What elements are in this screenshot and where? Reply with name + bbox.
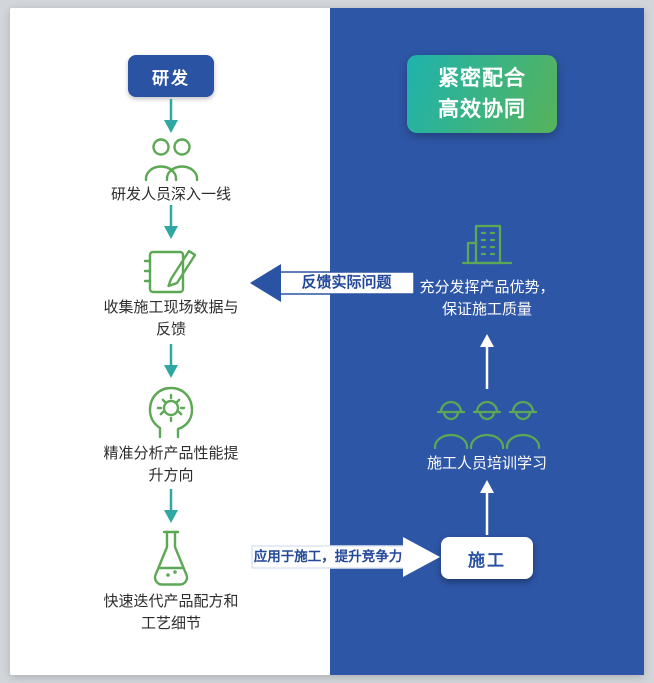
right-arrow-icon: [251, 537, 440, 577]
step-label-rnd-frontline: 研发人员深入一线: [110, 186, 231, 203]
node-construction-label: 施工: [468, 550, 506, 570]
up-arrow-icon: [480, 480, 494, 535]
down-arrow-icon: [164, 344, 178, 378]
down-arrow-icon: [164, 489, 178, 523]
node-rnd: 研发: [128, 55, 214, 97]
down-arrow-icon: [164, 205, 178, 239]
step-label-training: 施工人员培训学习: [426, 455, 547, 472]
brain-head-icon: [148, 386, 194, 439]
two-people-icon: [144, 138, 199, 182]
diagram-card: 研发 研发人员深入一线 收集施工现场数据与: [10, 8, 644, 675]
step-label-collect-data: 收集施工现场数据与 反馈: [103, 299, 239, 338]
feedback-connector: 反馈实际问题: [248, 263, 416, 303]
apply-connector: 应用于施工，提升竞争力: [251, 535, 441, 579]
down-arrow-icon: [164, 99, 178, 133]
left-arrow-icon: [250, 264, 415, 302]
step-label-product-advantage: 充分发挥产品优势， 保证施工质量: [419, 279, 555, 318]
construction-workers-icon: [433, 400, 541, 450]
flask-icon: [153, 530, 189, 586]
node-construction: 施工: [441, 537, 533, 579]
building-icon: [461, 224, 513, 265]
collaboration-badge: 紧密配合 高效协同: [407, 55, 557, 133]
feedback-connector-label: 反馈实际问题: [301, 274, 392, 291]
step-label-analyze: 精准分析产品性能提 升方向: [103, 445, 239, 484]
step-label-iterate: 快速迭代产品配方和 工艺细节: [103, 593, 239, 632]
up-arrow-icon: [480, 334, 494, 389]
node-rnd-label: 研发: [152, 68, 190, 88]
apply-connector-label: 应用于施工，提升竞争力: [253, 549, 403, 564]
notebook-pen-icon: [143, 249, 197, 294]
